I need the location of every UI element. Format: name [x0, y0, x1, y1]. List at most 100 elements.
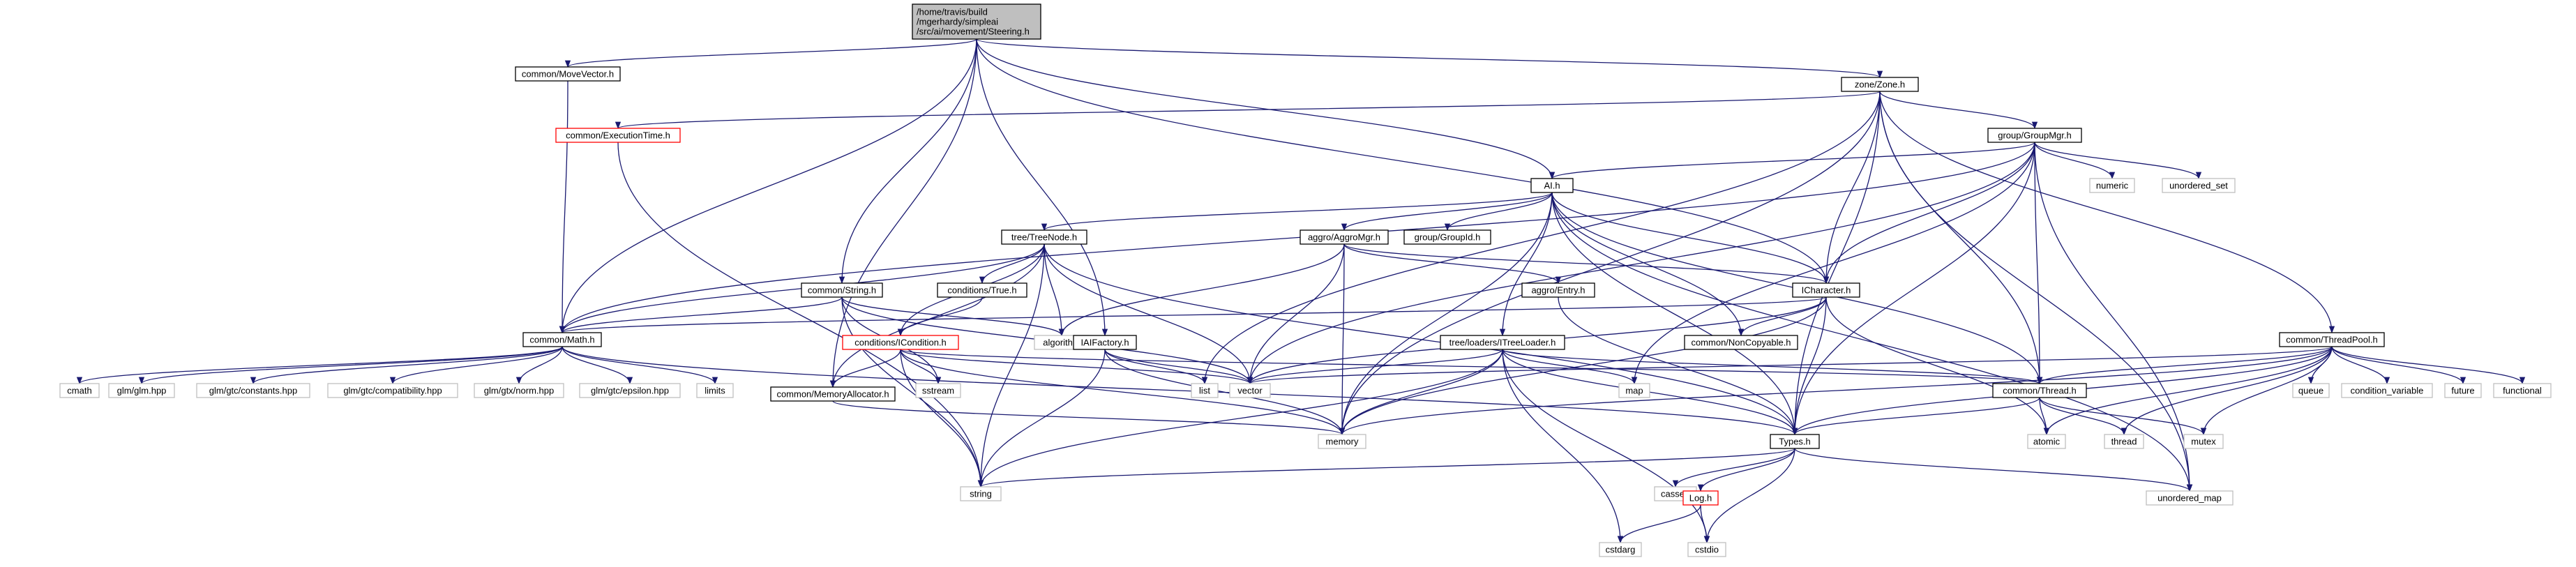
edge-aggromgr-to-algorithm [1058, 243, 1345, 337]
node-future[interactable]: future [2444, 383, 2482, 398]
node-list[interactable]: list [1191, 383, 1219, 398]
edge-threadpool-to-condition_variable [2331, 346, 2390, 385]
node-label: aggro/Entry.h [1531, 285, 1585, 296]
edge-itreeloader-to-memory [1339, 349, 1503, 436]
node-icharacter[interactable]: ICharacter.h [1792, 282, 1860, 298]
node-label: unordered_map [2157, 493, 2222, 504]
node-itreeloader[interactable]: tree/loaders/ITreeLoader.h [1440, 335, 1565, 350]
node-box [579, 383, 681, 398]
node-label: vector [1237, 386, 1263, 396]
edge-icharacter-to-atomic [1825, 296, 2050, 436]
node-box [2089, 178, 2135, 193]
node-box [1403, 229, 1491, 245]
node-box [1073, 335, 1137, 350]
edge-ai-to-memory [1339, 192, 1553, 436]
node-memallocator[interactable]: common/MemoryAllocator.h [770, 386, 896, 402]
edge-threadpool-to-atomic [2043, 346, 2333, 436]
node-aggromgr[interactable]: aggro/AggroMgr.h [1300, 229, 1389, 245]
node-atomic[interactable]: atomic [2027, 434, 2066, 449]
node-box [555, 128, 681, 143]
node-string_h[interactable]: common/String.h [801, 282, 883, 298]
node-label: common/Math.h [529, 335, 594, 345]
node-types[interactable]: Types.h [1770, 434, 1820, 449]
node-label: algorithm [1043, 338, 1080, 348]
node-condition_variable[interactable]: condition_variable [2341, 383, 2433, 398]
node-steering[interactable]: /home/travis/build/mgerhardy/simpleai/sr… [912, 3, 1041, 40]
node-box [1618, 383, 1650, 398]
node-cstdio[interactable]: cstdio [1687, 542, 1726, 557]
node-true[interactable]: conditions/True.h [937, 282, 1027, 298]
node-glm_epsilon[interactable]: glm/gtc/epsilon.hpp [579, 383, 681, 398]
edge-ai-to-aggromgr [1341, 192, 1553, 232]
node-icondition[interactable]: conditions/ICondition.h [842, 335, 959, 350]
node-label: thread [2111, 437, 2137, 447]
node-zone[interactable]: zone/Zone.h [1841, 77, 1919, 92]
node-map[interactable]: map [1618, 383, 1650, 398]
edge-icharacter-to-noncopyable [1738, 296, 1827, 337]
node-glm_norm[interactable]: glm/gtx/norm.hpp [474, 383, 564, 398]
node-box [2292, 383, 2330, 398]
edge-steering-to-zone [976, 38, 1883, 79]
node-noncopyable[interactable]: common/NonCopyable.h [1684, 335, 1798, 350]
edge-aggromgr-to-icharacter [1343, 243, 1829, 285]
edge-zone-to-unordered_map [1879, 91, 2193, 492]
edge-ai-to-treenode [1041, 192, 1553, 232]
node-groupmgr[interactable]: group/GroupMgr.h [1987, 128, 2082, 143]
node-label: IAIFactory.h [1080, 338, 1129, 348]
node-limits[interactable]: limits [696, 383, 734, 398]
node-box [1440, 335, 1565, 350]
node-unordered_map[interactable]: unordered_map [2146, 490, 2234, 506]
node-executiontime[interactable]: common/ExecutionTime.h [555, 128, 681, 143]
node-thread_h[interactable]: common/Thread.h [1992, 383, 2087, 398]
node-box [2341, 383, 2433, 398]
node-movevector[interactable]: common/MoveVector.h [515, 66, 621, 82]
node-cstdarg[interactable]: cstdarg [1599, 542, 1642, 557]
node-functional[interactable]: functional [2493, 383, 2552, 398]
edge-threadpool-to-memory [1339, 346, 2333, 436]
node-unordered_set[interactable]: unordered_set [2162, 178, 2236, 193]
node-cmath[interactable]: cmath [59, 383, 100, 398]
node-vector[interactable]: vector [1229, 383, 1271, 398]
node-math[interactable]: common/Math.h [522, 332, 602, 347]
node-label: group/GroupId.h [1415, 232, 1481, 243]
node-box [1318, 434, 1366, 449]
node-glm_constants[interactable]: glm/gtc/constants.hpp [196, 383, 310, 398]
edge-threadpool-to-thread_h [2037, 346, 2333, 385]
edge-icondition-to-memallocator [829, 349, 901, 388]
node-entry[interactable]: aggro/Entry.h [1521, 282, 1595, 298]
node-log[interactable]: Log.h [1682, 490, 1719, 506]
edge-itreeloader-to-map [1502, 349, 1638, 385]
node-glm_glm[interactable]: glm/glm.hpp [108, 383, 175, 398]
node-thread[interactable]: thread [2104, 434, 2144, 449]
edge-threadpool-to-future [2331, 346, 2466, 385]
node-treenode[interactable]: tree/TreeNode.h [1001, 229, 1087, 245]
node-label: future [2451, 386, 2474, 396]
edge-math-to-glm_glm [139, 346, 563, 385]
node-numeric[interactable]: numeric [2089, 178, 2135, 193]
node-label: queue [2298, 386, 2323, 396]
node-label: string [970, 489, 992, 499]
node-string[interactable]: string [960, 486, 1002, 501]
node-sstream[interactable]: sstream [915, 383, 961, 398]
node-ai[interactable]: AI.h [1530, 178, 1574, 193]
node-threadpool[interactable]: common/ThreadPool.h [2279, 332, 2385, 347]
node-queue[interactable]: queue [2292, 383, 2330, 398]
node-box [696, 383, 734, 398]
node-label: /home/travis/build [917, 7, 988, 17]
node-iaifactory[interactable]: IAIFactory.h [1073, 335, 1137, 350]
node-groupid[interactable]: group/GroupId.h [1403, 229, 1491, 245]
node-label: common/String.h [808, 285, 876, 296]
node-box [915, 383, 961, 398]
node-memory[interactable]: memory [1318, 434, 1366, 449]
node-box [1229, 383, 1271, 398]
edge-zone-to-groupmgr [1879, 91, 2038, 130]
node-mutex[interactable]: mutex [2183, 434, 2224, 449]
node-label: conditions/ICondition.h [854, 338, 947, 348]
node-label: cstdarg [1606, 545, 1636, 555]
node-label: glm/glm.hpp [117, 386, 167, 396]
edge-string_h-to-math [559, 296, 843, 334]
edge-itreeloader-to-cstdio [1502, 349, 1710, 544]
node-box [196, 383, 310, 398]
node-box [1599, 542, 1642, 557]
node-glm_compat[interactable]: glm/gtc/compatibility.hpp [327, 383, 458, 398]
